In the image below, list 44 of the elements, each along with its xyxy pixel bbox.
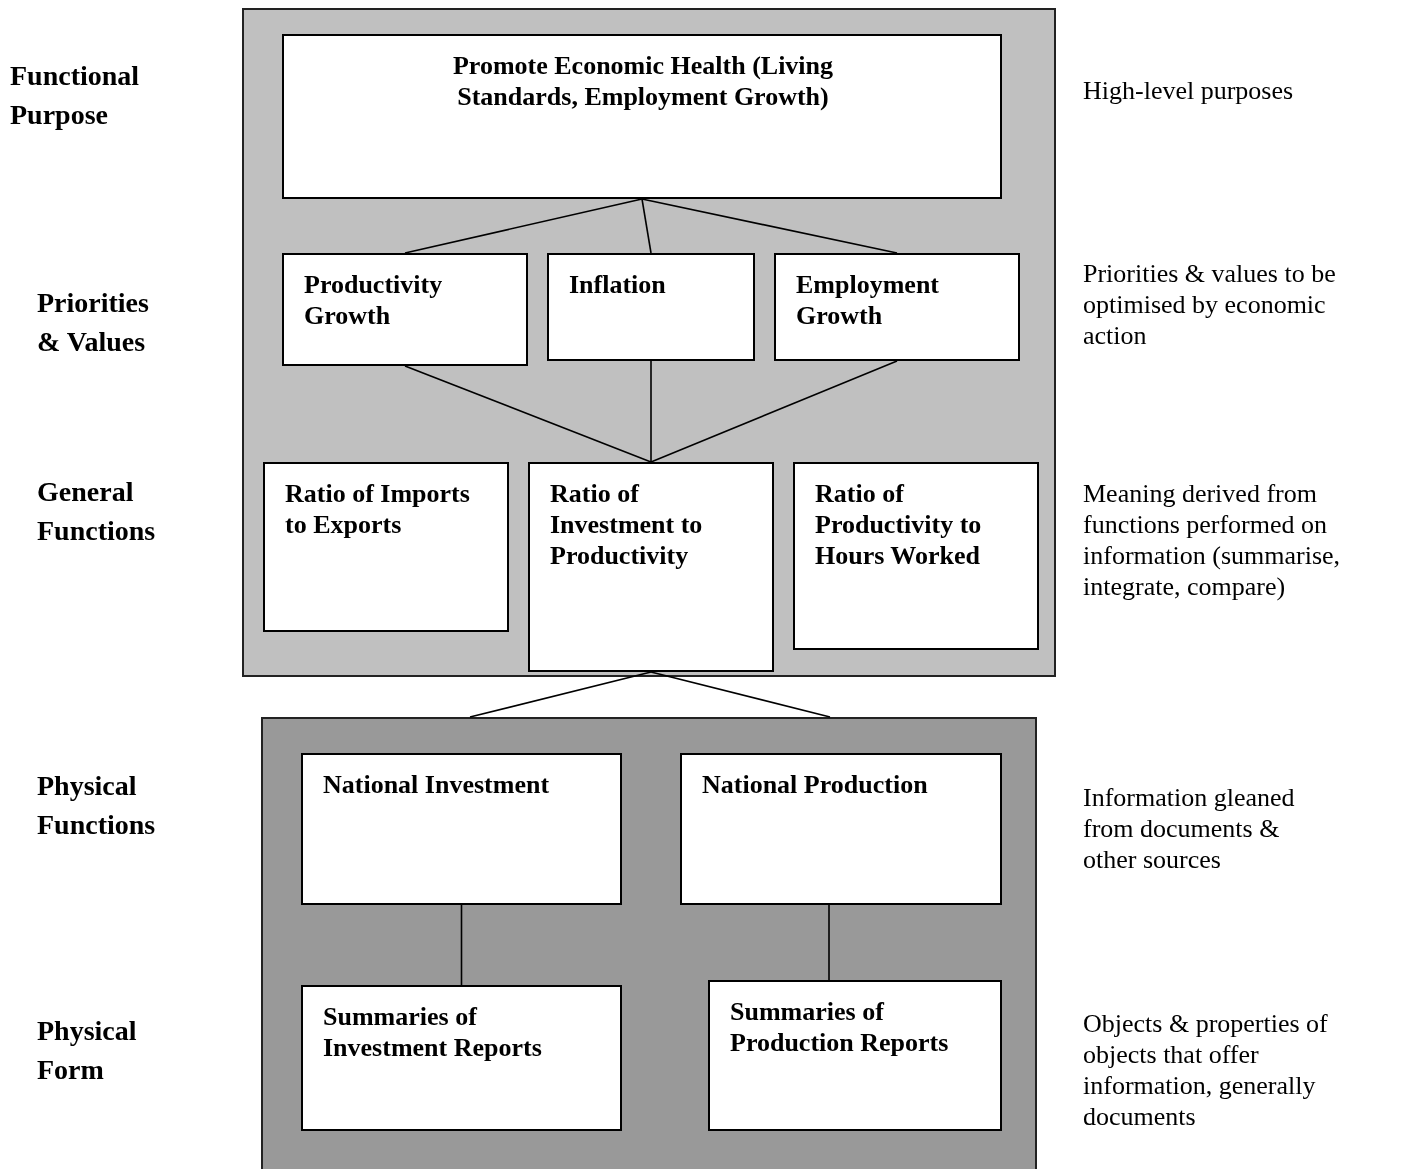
- connector-line: [641, 198, 898, 254]
- level-heading: Functional Purpose: [10, 59, 141, 132]
- box-label: Inflation: [568, 269, 667, 300]
- connector-line: [828, 904, 830, 981]
- connector-line: [650, 360, 898, 463]
- box-label: Promote Economic Health (Living Standards, Employment Growth): [451, 50, 835, 112]
- box-label: Ratio of Investment to Productivity: [549, 478, 704, 571]
- connector-line: [650, 360, 652, 463]
- function-box: [708, 980, 1002, 1131]
- box-label: National Production: [701, 769, 929, 800]
- box-label: Productivity Growth: [303, 269, 444, 331]
- function-box: [793, 462, 1039, 650]
- box-label: National Investment: [322, 769, 551, 800]
- level-description: Priorities & values to be optimised by economic action: [1083, 258, 1337, 351]
- level-description: High-level purposes: [1083, 75, 1295, 106]
- function-box: [301, 985, 622, 1131]
- connector-line: [460, 904, 463, 986]
- level-description: Information gleaned from documents & other sources: [1083, 782, 1296, 875]
- function-box: [680, 753, 1002, 905]
- connector-line: [404, 198, 643, 254]
- function-box: [547, 253, 755, 361]
- level-panel: [242, 8, 1056, 677]
- function-box: [528, 462, 774, 672]
- function-box: [282, 34, 1002, 199]
- level-panel: [261, 717, 1037, 1169]
- box-label: Employment Growth: [795, 269, 940, 331]
- function-box: [774, 253, 1020, 361]
- level-description: Objects & properties of objects that offer information, generally documents: [1083, 1008, 1329, 1132]
- function-box: [282, 253, 528, 366]
- box-label: Summaries of Production Reports: [729, 996, 950, 1058]
- connector-line: [404, 365, 652, 463]
- box-label: Ratio of Imports to Exports: [284, 478, 471, 540]
- level-heading: Priorities & Values: [37, 286, 150, 359]
- box-label: Summaries of Investment Reports: [322, 1001, 543, 1063]
- connector-line: [469, 671, 652, 718]
- level-description: Meaning derived from functions performed on information (summarise, integrate, compare): [1083, 478, 1342, 602]
- level-heading: General Functions: [37, 475, 157, 548]
- function-box: [301, 753, 622, 905]
- level-heading: Physical Functions: [37, 769, 157, 842]
- function-box: [263, 462, 509, 632]
- level-heading: Physical Form: [37, 1014, 138, 1087]
- connector-line: [650, 671, 831, 718]
- connector-line: [641, 198, 652, 254]
- box-label: Ratio of Productivity to Hours Worked: [814, 478, 983, 571]
